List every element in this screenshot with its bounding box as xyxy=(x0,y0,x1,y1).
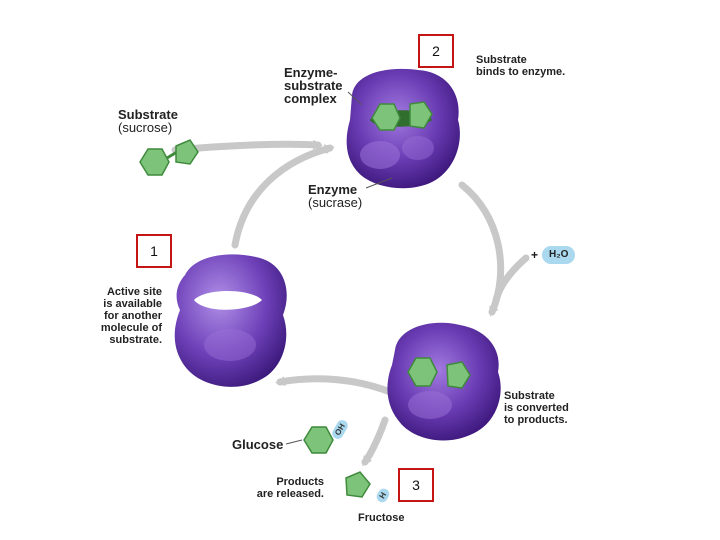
substrate-label: Substrate (sucrose) xyxy=(118,108,178,134)
arrow-left-top xyxy=(231,144,335,249)
step-marker-2: 2 xyxy=(418,34,454,68)
released-line2: are released. xyxy=(256,488,324,500)
step-marker-1: 1 xyxy=(136,234,172,268)
enzyme-label: Enzyme (sucrase) xyxy=(308,183,362,209)
substrate-molecule xyxy=(139,139,199,176)
fructose-pentagon xyxy=(409,101,433,129)
fructose-molecule xyxy=(345,471,371,498)
plus-sign: + xyxy=(531,248,539,262)
glucose-molecule xyxy=(303,426,334,454)
enzyme-sub: (sucrase) xyxy=(308,195,363,210)
arrow-water-in xyxy=(492,254,530,304)
water-badge: H₂O xyxy=(542,246,576,264)
converted-line3: to products. xyxy=(504,414,568,426)
free-enzyme xyxy=(174,254,287,387)
released-label: Products are released. xyxy=(250,476,324,500)
active-line2: is available xyxy=(103,298,162,310)
binds-label: Substrate binds to enzyme. xyxy=(476,54,565,78)
converted-line2: is converted xyxy=(504,402,569,414)
glucose-hexagon xyxy=(371,103,401,131)
released-line1: Products xyxy=(276,476,324,488)
converted-line1: Substrate xyxy=(504,390,555,402)
complex-line2: substrate xyxy=(284,78,343,93)
substrate-sub: (sucrose) xyxy=(118,120,173,135)
active-line1: Active site xyxy=(106,286,162,298)
active-site xyxy=(194,291,262,310)
binds-line1: Substrate xyxy=(476,54,527,66)
active-site-label: Active site is available for another mol… xyxy=(92,286,162,346)
complex-label: Enzyme- substrate complex xyxy=(284,66,343,105)
glucose-label: Glucose xyxy=(232,437,284,452)
active-line4: molecule of xyxy=(100,322,162,334)
fructose-label: Fructose xyxy=(358,512,405,524)
complex-line3: complex xyxy=(284,91,337,106)
step-marker-3: 3 xyxy=(398,468,434,502)
enzyme-title: Enzyme xyxy=(308,182,358,197)
substrate-title: Substrate xyxy=(118,107,178,122)
active-line3: for another xyxy=(103,310,162,322)
leader-lines xyxy=(285,91,393,445)
binds-line2: binds to enzyme. xyxy=(476,66,566,78)
arrow-products-out xyxy=(361,416,389,467)
arrow-bottom xyxy=(275,375,394,396)
enzyme-substrate-complex xyxy=(346,68,460,189)
converted-label: Substrate is converted to products. xyxy=(504,390,569,426)
complex-line1: Enzyme- xyxy=(284,65,338,80)
active-line5: substrate. xyxy=(109,334,162,346)
enzyme-with-products xyxy=(387,322,501,441)
